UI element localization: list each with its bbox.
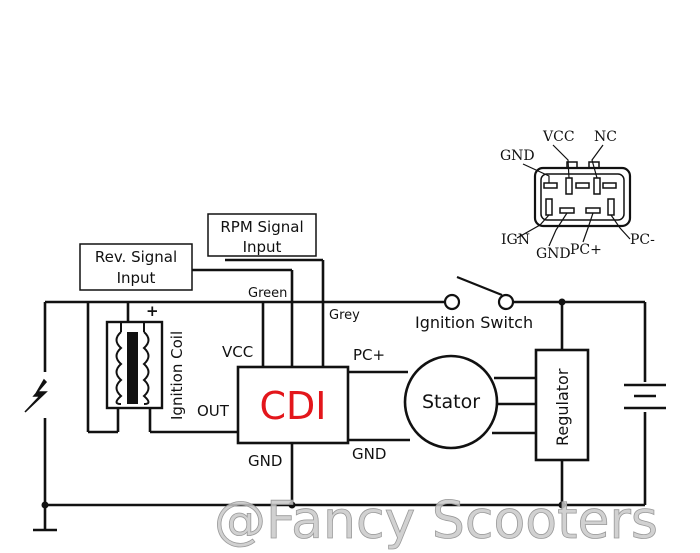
rev-signal-box: Rev. Signal Input bbox=[79, 243, 193, 291]
regulator: Regulator bbox=[534, 348, 590, 462]
rpm-signal-line2: Input bbox=[243, 238, 282, 256]
ignition-coil bbox=[105, 320, 164, 410]
connector-gnd-top: GND bbox=[500, 148, 535, 164]
connector-icon bbox=[533, 161, 632, 228]
cdi-gnd-label: GND bbox=[248, 452, 282, 470]
vcc-label: VCC bbox=[222, 343, 253, 361]
connector-ign: IGN bbox=[501, 232, 530, 248]
connector-gnd-bottom: GND bbox=[536, 246, 571, 262]
connector-pc-plus: PC+ bbox=[570, 242, 602, 258]
spark-plug-icon bbox=[24, 378, 48, 413]
wires bbox=[43, 258, 647, 530]
stator-gnd-label: GND bbox=[352, 445, 386, 463]
ignition-switch-label: Ignition Switch bbox=[415, 313, 533, 332]
out-label: OUT bbox=[197, 402, 230, 420]
cdi-label: CDI bbox=[259, 384, 326, 428]
rpm-signal-line1: RPM Signal bbox=[220, 218, 303, 236]
ignition-coil-label: Ignition Coil bbox=[168, 331, 186, 420]
regulator-label: Regulator bbox=[553, 368, 572, 446]
pc-plus-label: PC+ bbox=[353, 346, 385, 364]
rev-signal-line1: Rev. Signal bbox=[95, 248, 177, 266]
switch-icon bbox=[443, 275, 515, 311]
connector-pc-minus: PC- bbox=[630, 232, 655, 248]
connector-leader-lines bbox=[516, 144, 631, 247]
rev-signal-line2: Input bbox=[117, 269, 156, 287]
cdi-box: CDI bbox=[236, 365, 350, 445]
green-wire-label: Green bbox=[248, 286, 287, 301]
stator-label: Stator bbox=[422, 391, 480, 413]
stator: Stator bbox=[403, 354, 499, 450]
connector-vcc: VCC bbox=[542, 129, 575, 145]
battery-icon bbox=[624, 383, 666, 410]
junction-dots bbox=[41, 298, 566, 509]
grey-wire-label: Grey bbox=[329, 308, 360, 323]
connector-nc: NC bbox=[594, 129, 617, 145]
coil-plus-label: + bbox=[146, 302, 159, 320]
watermark: @Fancy Scooters bbox=[214, 491, 658, 551]
rpm-signal-box: RPM Signal Input bbox=[207, 213, 317, 257]
